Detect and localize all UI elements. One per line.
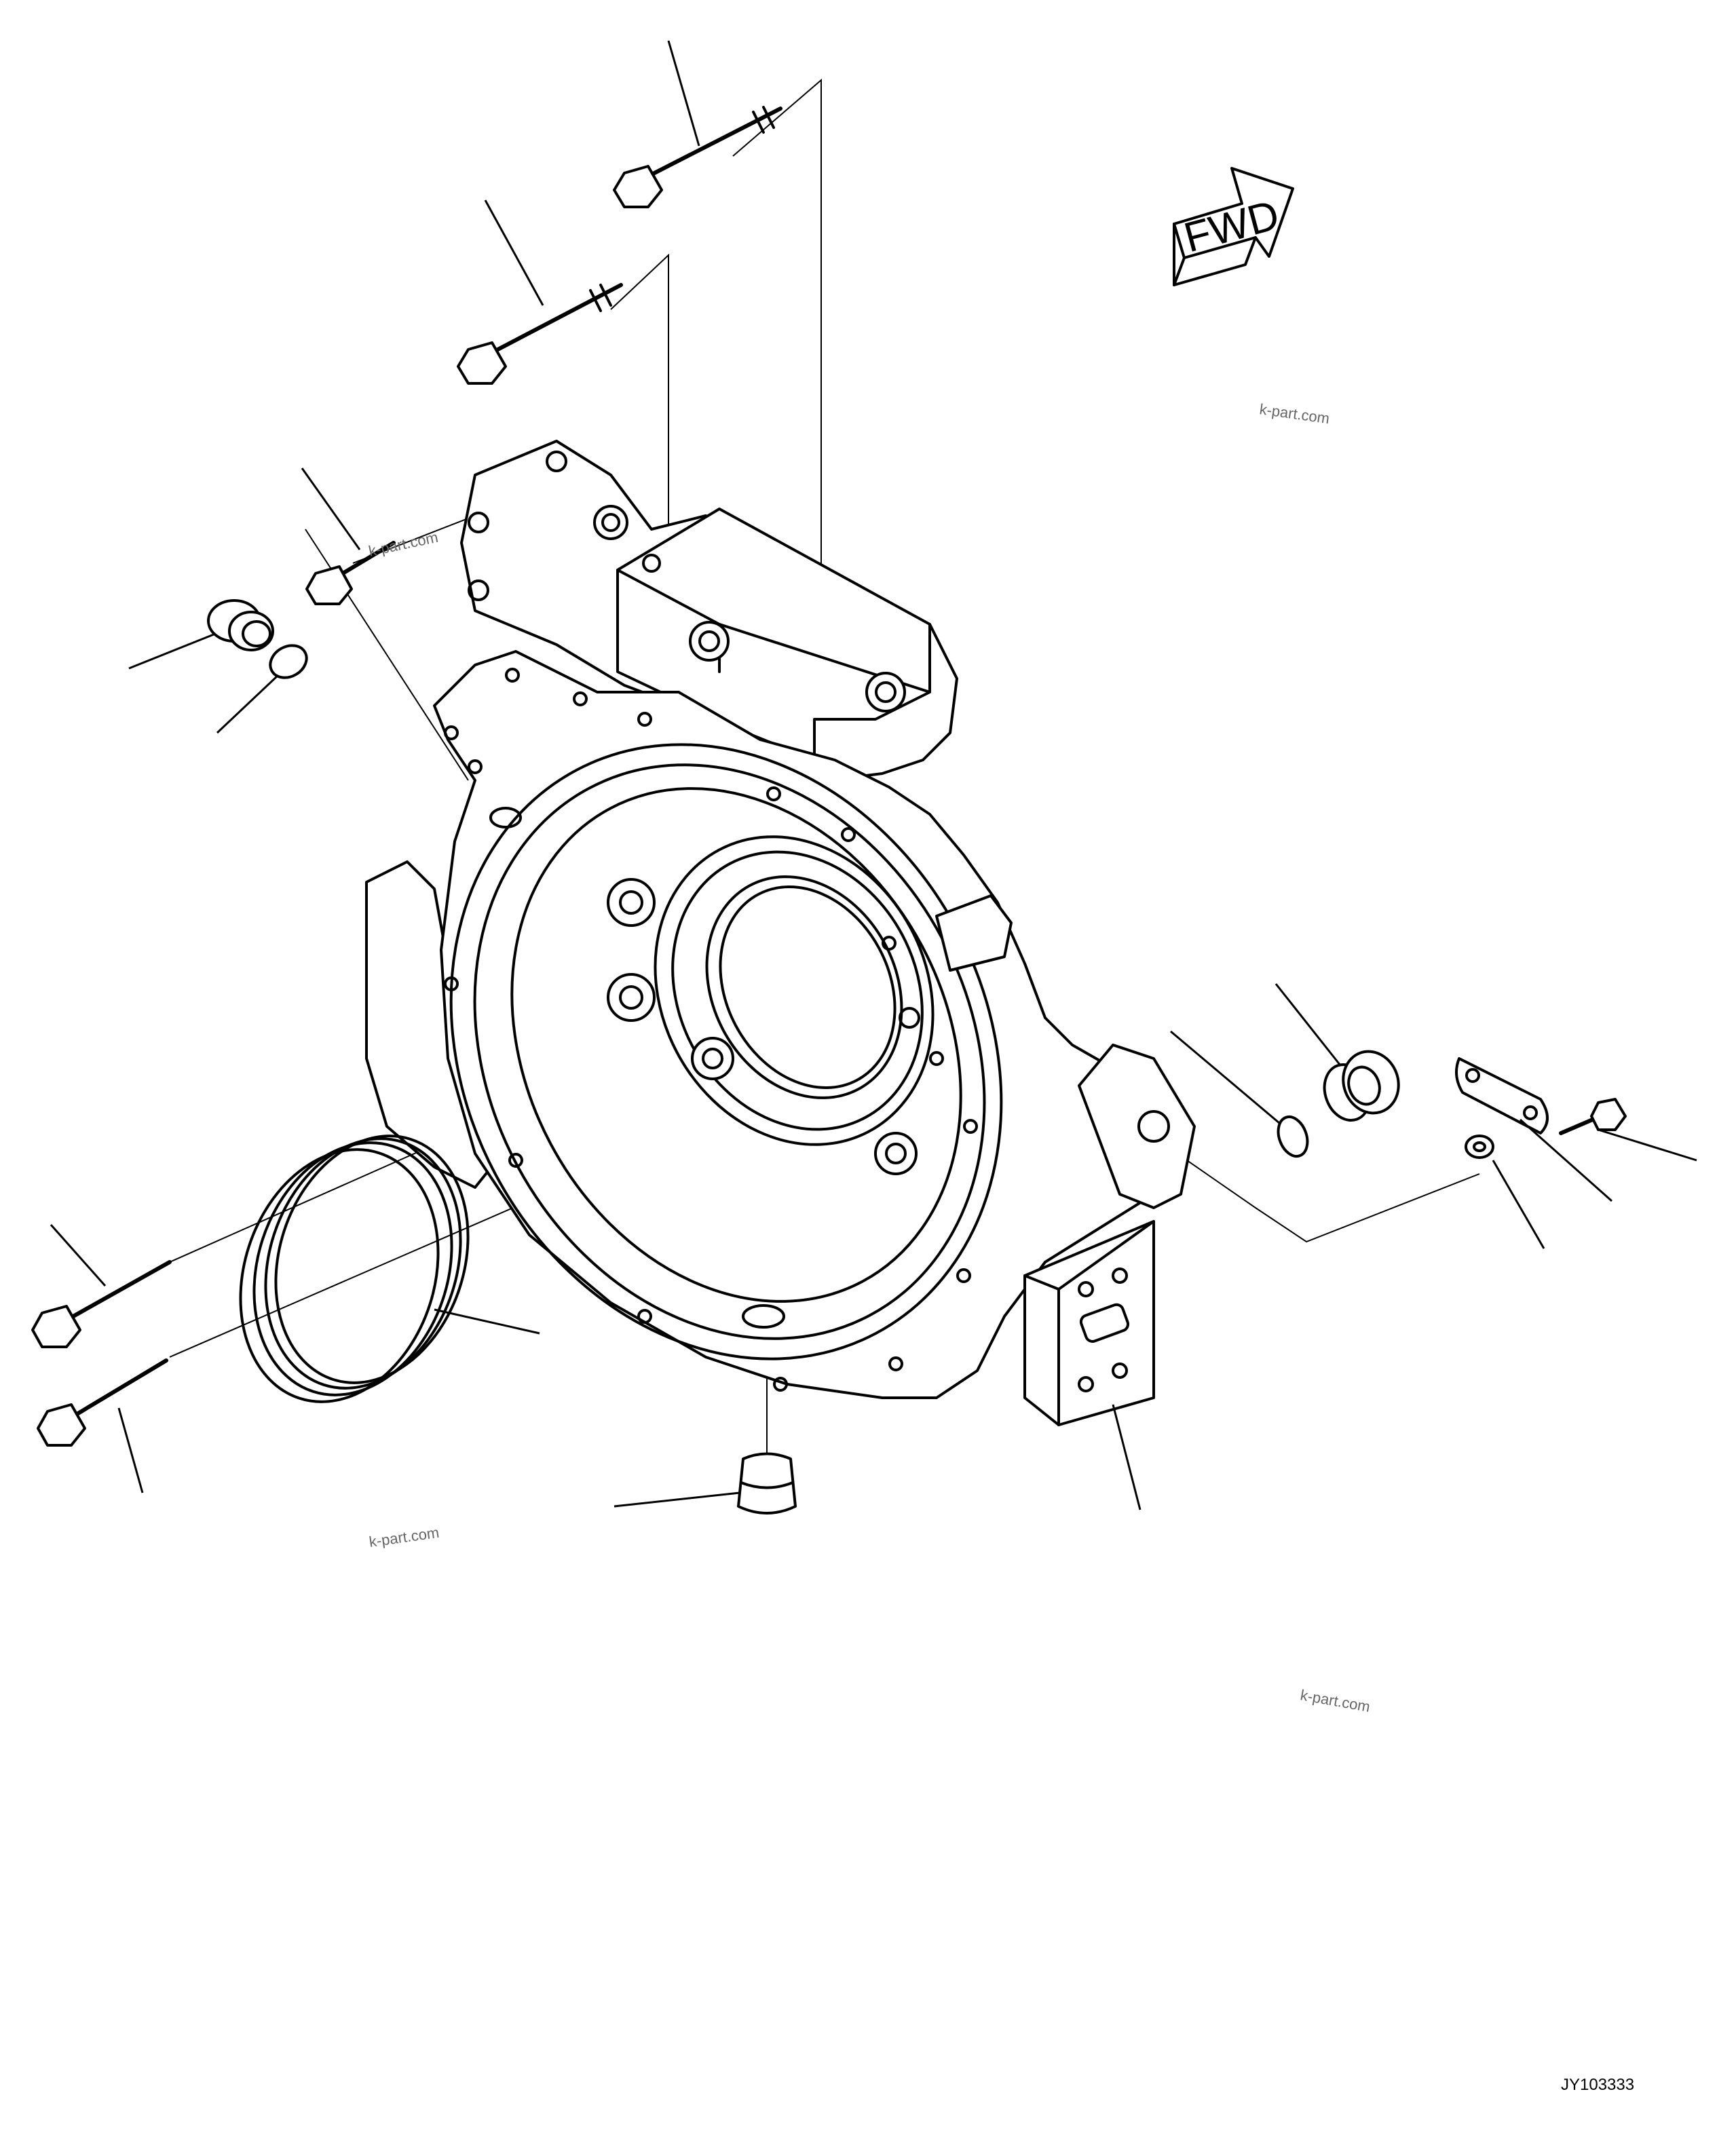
bolt-right-short xyxy=(1559,1098,1627,1135)
bolt-lower-left-1 xyxy=(31,1260,172,1348)
plug-bottom xyxy=(737,1452,797,1514)
watermark-3: k-part.com xyxy=(368,1524,440,1550)
bolt-mid-long xyxy=(457,283,623,385)
cover-plate-right xyxy=(1455,1057,1549,1135)
watermark-2: k-part.com xyxy=(367,529,440,560)
plug-right xyxy=(1323,1050,1400,1122)
plug-upper-left xyxy=(207,599,274,651)
flywheel-housing xyxy=(365,440,1196,1426)
bolt-short-upper xyxy=(305,541,396,605)
bolt-top-long xyxy=(613,106,782,208)
flange-bolt-holes xyxy=(444,668,978,1392)
oring-right xyxy=(1277,1115,1309,1158)
watermark-4: k-part.com xyxy=(1299,1686,1372,1715)
bolt-lower-left-2 xyxy=(37,1358,168,1447)
rear-oil-seal xyxy=(239,1135,470,1403)
oring-upper-left xyxy=(269,644,308,679)
forward-direction-arrow: FWD xyxy=(1173,167,1294,286)
washer-right xyxy=(1465,1135,1494,1159)
drawing-code: JY103333 xyxy=(1561,2076,1634,2094)
watermark-1: k-part.com xyxy=(1258,400,1330,427)
